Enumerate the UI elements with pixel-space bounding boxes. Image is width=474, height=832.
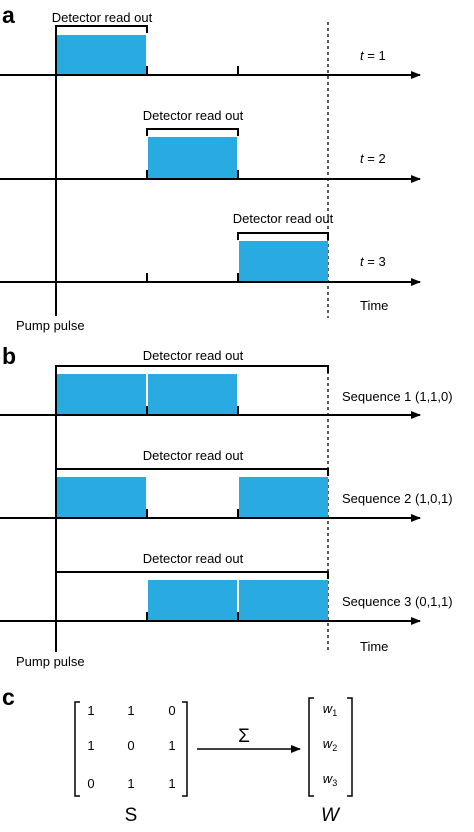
pump-pulse-label: Pump pulse [16, 654, 85, 669]
sequence-row-3: Detector read out Sequence 3 (0,1,1) [0, 551, 453, 625]
pulse-bar [57, 477, 146, 518]
panel-c-label: c [2, 684, 15, 710]
matrix-cell: 0 [127, 738, 134, 753]
vector-symbol: w [323, 771, 334, 786]
readout-label: Detector read out [143, 551, 244, 566]
vector-subscript: 2 [332, 743, 337, 753]
timeline-row-t2: Detector read out t = 2 [0, 108, 421, 183]
panel-b-label: b [2, 343, 16, 369]
time-variable: t [360, 151, 365, 166]
panel-c: c 1 1 0 1 0 1 0 1 1 S Σ w1 w2 w3 W [2, 684, 353, 826]
panel-a-label: a [2, 2, 15, 28]
matrix-cell: 1 [87, 738, 94, 753]
pulse-bar [57, 35, 146, 75]
matrix-cell: 1 [127, 703, 134, 718]
matrix-cell: 1 [127, 776, 134, 791]
vector-entry: w2 [323, 736, 337, 753]
sequence-row-1: Detector read out Sequence 1 (1,1,0) [0, 348, 453, 419]
pulse-bar [239, 580, 328, 621]
pulse-bar [148, 374, 237, 415]
vector-entry: w1 [323, 701, 337, 718]
readout-label: Detector read out [143, 448, 244, 463]
readout-bracket [55, 468, 329, 476]
timeline-row-t1: Detector read out t = 1 [0, 10, 421, 79]
vector-entry: w3 [323, 771, 337, 788]
matrix-right-bracket [182, 701, 188, 797]
vector-symbol: w [323, 736, 334, 751]
vector-subscript: 3 [332, 778, 337, 788]
time-value: = 3 [367, 254, 385, 269]
pulse-bar [239, 241, 328, 282]
pulse-slots [148, 580, 328, 621]
time-value: = 2 [367, 151, 385, 166]
time-axis-label: Time [360, 639, 388, 654]
vector-left-bracket [308, 697, 314, 797]
readout-label: Detector read out [143, 108, 244, 123]
vector-w-label: W [321, 805, 341, 826]
pulse-slots [57, 374, 237, 415]
matrix-s-label: S [125, 805, 138, 826]
sequence-label: Sequence 1 (1,1,0) [342, 389, 453, 404]
readout-label: Detector read out [52, 10, 153, 25]
pulse-slots [57, 477, 328, 518]
pulse-bar [148, 580, 237, 621]
readout-bracket [55, 571, 329, 579]
time-axis-label: Time [360, 298, 388, 313]
matrix-cell: 1 [87, 703, 94, 718]
readout-label: Detector read out [143, 348, 244, 363]
readout-bracket [55, 365, 329, 373]
panel-a: a Detector read out t = 1 Detector read … [0, 2, 421, 333]
matrix-left-bracket [74, 701, 80, 797]
sequence-label: Sequence 2 (1,0,1) [342, 491, 453, 506]
readout-bracket [146, 128, 239, 136]
matrix-cell: 1 [168, 738, 175, 753]
pump-pulse-label: Pump pulse [16, 318, 85, 333]
time-index-label: t = 3 [360, 254, 386, 269]
sum-symbol: Σ [238, 726, 250, 747]
pulse-bar [57, 374, 146, 415]
time-variable: t [360, 48, 365, 63]
readout-bracket [237, 232, 329, 240]
time-index-label: t = 2 [360, 151, 386, 166]
sequence-label: Sequence 3 (0,1,1) [342, 594, 453, 609]
matrix-s: 1 1 0 1 0 1 0 1 1 S [74, 701, 188, 826]
matrix-cell: 0 [168, 703, 175, 718]
readout-bracket [55, 25, 148, 33]
vector-w: w1 w2 w3 W [308, 697, 353, 826]
time-value: = 1 [367, 48, 385, 63]
vector-symbol: w [323, 701, 334, 716]
pulse-bar [148, 137, 237, 179]
matrix-cell: 1 [168, 776, 175, 791]
matrix-cell: 0 [87, 776, 94, 791]
timeline-row-t3: Detector read out t = 3 [0, 211, 421, 286]
vector-subscript: 1 [332, 708, 337, 718]
time-variable: t [360, 254, 365, 269]
readout-label: Detector read out [233, 211, 334, 226]
time-index-label: t = 1 [360, 48, 386, 63]
panel-b: b Detector read out Sequence 1 (1,1,0) D… [0, 343, 453, 669]
vector-right-bracket [347, 697, 353, 797]
sequence-row-2: Detector read out Sequence 2 (1,0,1) [0, 448, 453, 522]
pulse-bar [239, 477, 328, 518]
